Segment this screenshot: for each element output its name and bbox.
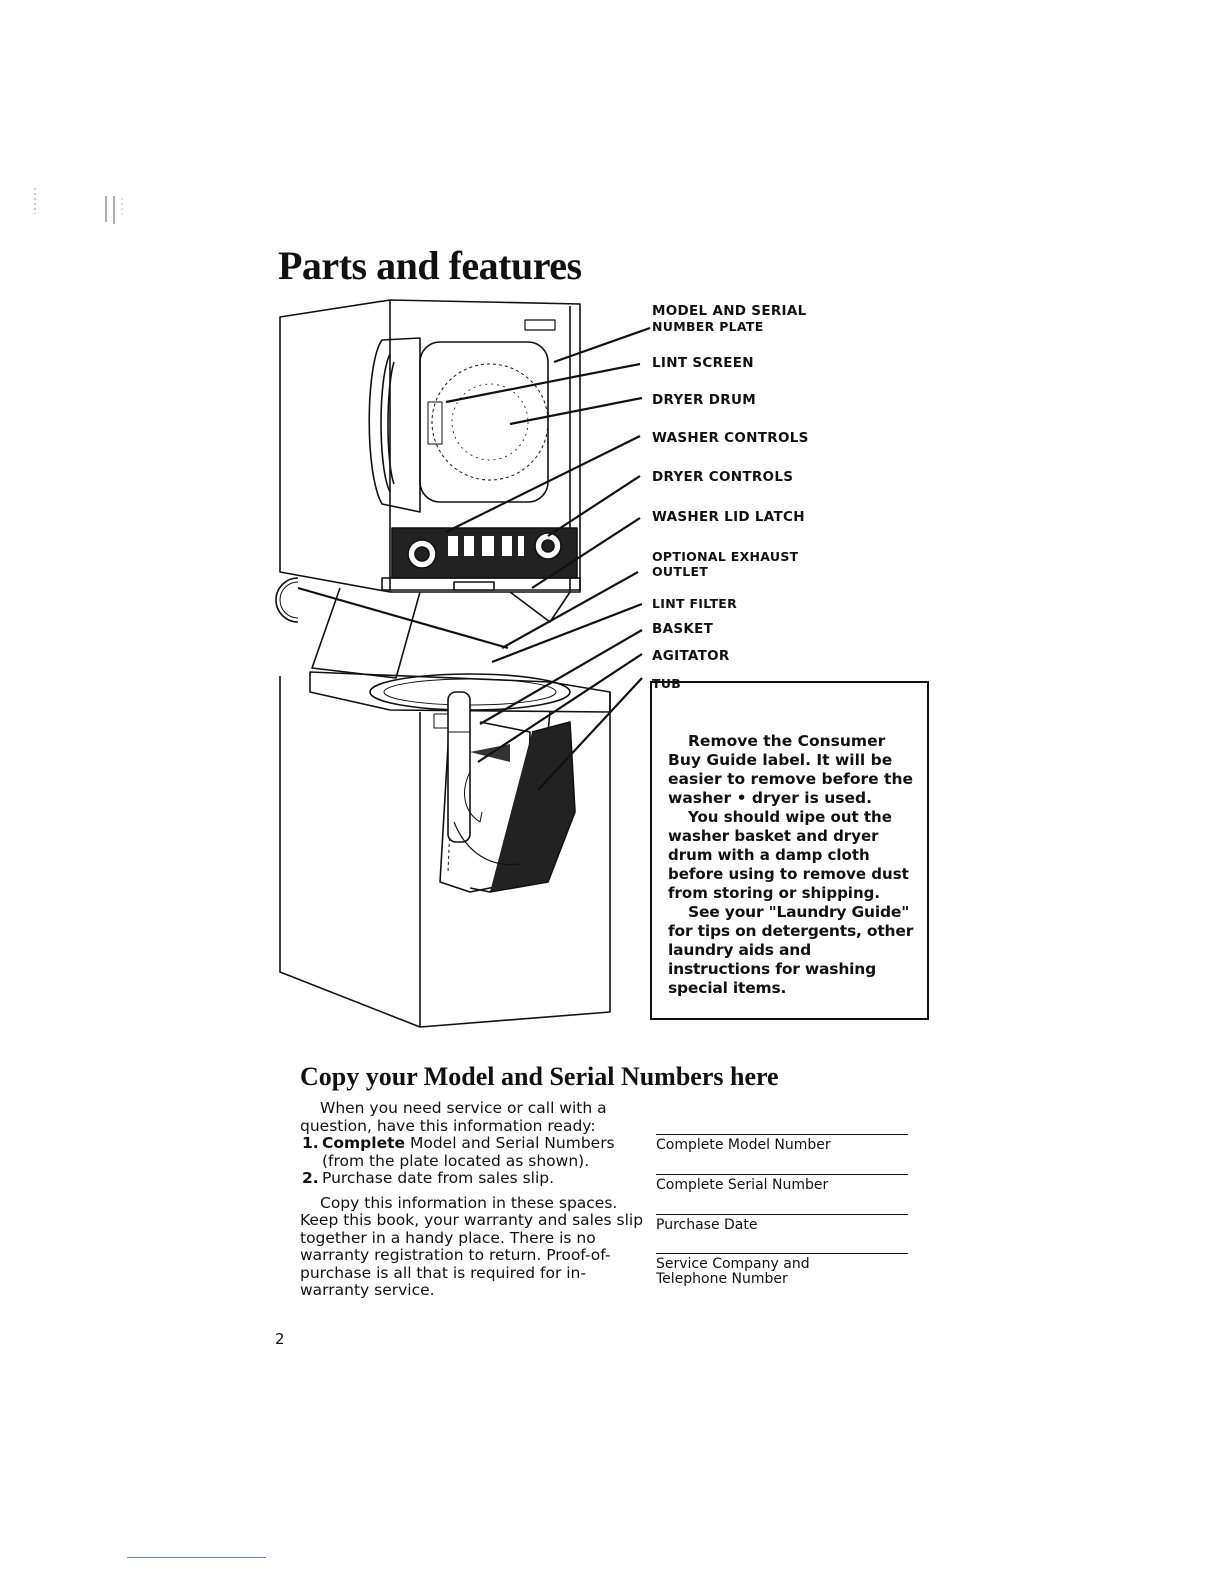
copy-intro: When you need service or call with a que… — [300, 1099, 607, 1135]
callout-washer-lid-latch: WASHER LID LATCH — [652, 509, 805, 525]
page-title: Parts and features — [278, 243, 582, 288]
copy-step-1-number: 1. — [302, 1134, 319, 1152]
copy-step-1-text: Model and Serial Numbers (from the plate… — [322, 1134, 615, 1170]
copy-keep-text: Copy this information in these spaces. K… — [300, 1193, 644, 1299]
note-paragraph-label: Remove the Consumer Buy Guide label. It … — [668, 732, 913, 807]
callout-basket: BASKET — [652, 621, 714, 637]
note-paragraph-wipe: You should wipe out the washer basket an… — [668, 808, 909, 902]
callout-agitator: AGITATOR — [652, 648, 730, 664]
copy-steps-list: 1.Complete Model and Serial Numbers (fro… — [300, 1134, 652, 1188]
callout-lint-filter: LINT FILTER — [652, 596, 738, 611]
copy-step-2: 2.Purchase date from sales slip. — [300, 1169, 652, 1188]
copy-instructions: When you need service or call with a que… — [300, 1099, 652, 1300]
model-number-label: Complete Model Number — [656, 1137, 831, 1153]
model-number-field[interactable]: Complete Model Number — [656, 1134, 908, 1153]
service-company-label: Service Company and Telephone Number — [656, 1256, 810, 1287]
copy-step-2-number: 2. — [302, 1169, 319, 1187]
copy-numbers-heading: Copy your Model and Serial Numbers here — [300, 1062, 779, 1091]
callout-dryer-controls: DRYER CONTROLS — [652, 469, 794, 485]
page-number: 2 — [275, 1330, 285, 1348]
copy-step-1-lead: Complete — [322, 1134, 406, 1152]
callout-lint-screen: LINT SCREEN — [652, 355, 754, 371]
callout-model-serial-2: NUMBER PLATE — [652, 319, 764, 334]
consumer-note-box: Remove the Consumer Buy Guide label. It … — [650, 681, 929, 1020]
callout-tub: TUB — [652, 676, 682, 691]
callout-exhaust-2: OUTLET — [652, 564, 709, 579]
purchase-date-label: Purchase Date — [656, 1217, 758, 1233]
serial-number-field[interactable]: Complete Serial Number — [656, 1174, 908, 1193]
service-company-field[interactable]: Service Company and Telephone Number — [656, 1253, 908, 1287]
footer-rule — [127, 1557, 266, 1558]
scan-crop-marks — [34, 188, 123, 224]
note-paragraph-laundry-guide: See your "Laundry Guide" for tips on det… — [668, 903, 914, 997]
parts-callout-list: MODEL AND SERIAL NUMBER PLATE LINT SCREE… — [652, 300, 912, 700]
callout-exhaust-1: OPTIONAL EXHAUST — [652, 549, 799, 564]
purchase-date-field[interactable]: Purchase Date — [656, 1214, 908, 1233]
serial-number-label: Complete Serial Number — [656, 1177, 829, 1193]
copy-step-2-text: Purchase date from sales slip. — [322, 1169, 555, 1187]
callout-model-serial-1: MODEL AND SERIAL — [652, 303, 807, 319]
washer-dryer-illustration — [275, 299, 651, 1028]
callout-washer-controls: WASHER CONTROLS — [652, 430, 809, 446]
callout-dryer-drum: DRYER DRUM — [652, 392, 756, 408]
copy-step-1: 1.Complete Model and Serial Numbers (fro… — [300, 1134, 652, 1170]
